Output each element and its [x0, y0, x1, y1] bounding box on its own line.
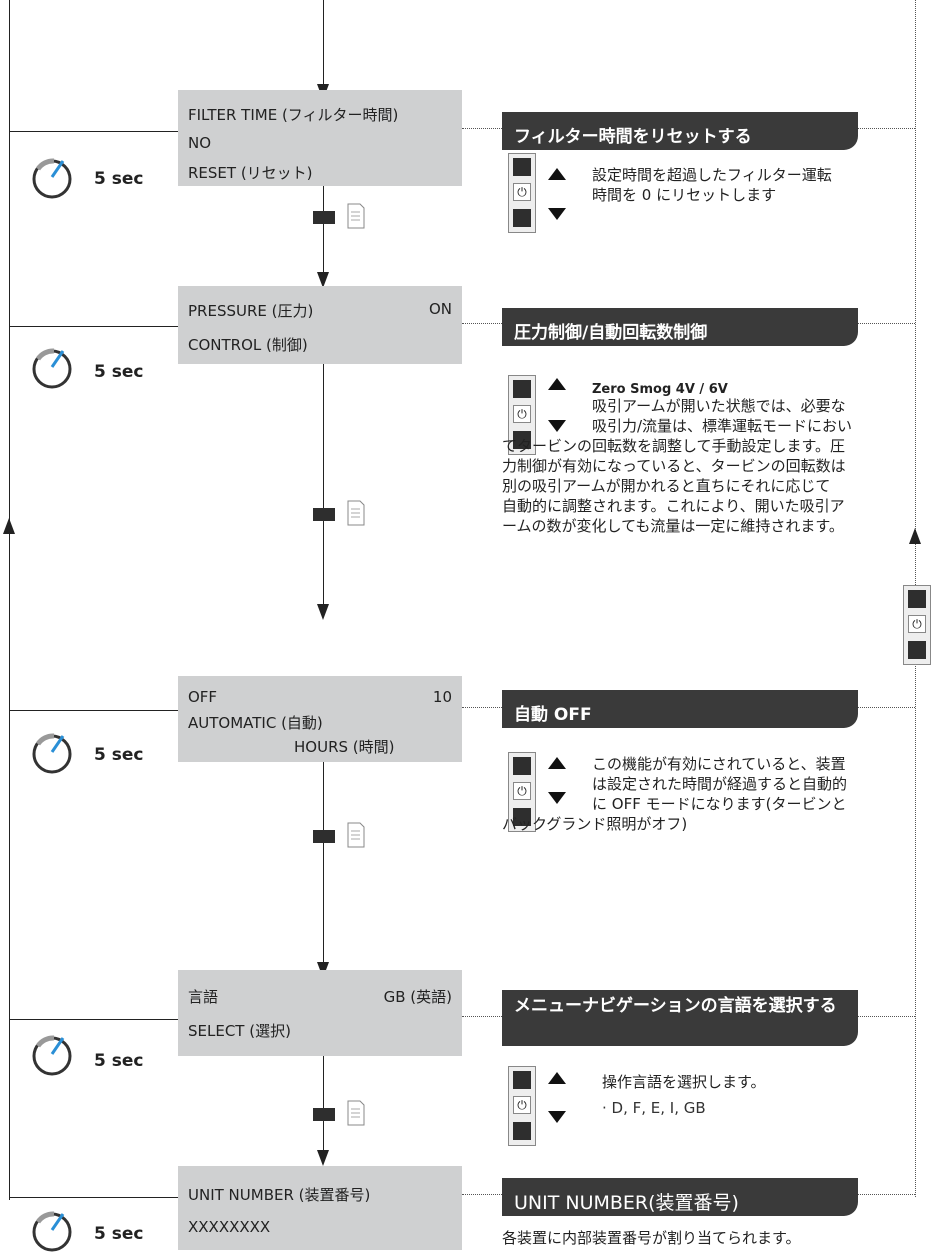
document-icon	[347, 1100, 365, 1126]
left-return-line	[9, 0, 10, 1200]
main-flow-line-5	[323, 1056, 324, 1156]
connector-1	[9, 131, 178, 132]
keypad-icon: ⏻	[508, 1066, 536, 1146]
time-label: 5 sec	[94, 362, 144, 382]
lcd-line: CONTROL (制御)	[188, 336, 308, 354]
lcd-line: UNIT NUMBER (装置番号)	[188, 1186, 371, 1204]
lcd-value: GB (英語)	[383, 988, 452, 1006]
lcd-display-pressure: PRESSURE (圧力) ON CONTROL (制御)	[178, 286, 462, 364]
description: 設定時間を超過したフィルター運転 時間を 0 にリセットします	[592, 166, 832, 204]
up-arrow-icon	[548, 1072, 566, 1084]
down-arrow-icon	[548, 208, 566, 220]
lcd-display-language: 言語 GB (英語) SELECT (選択)	[178, 970, 462, 1056]
left-return-arrow	[3, 518, 15, 534]
dotted-connector-2	[462, 323, 502, 324]
rotary-knob-icon	[32, 1211, 72, 1252]
lcd-line: 言語	[188, 988, 219, 1006]
lcd-line: NO	[188, 134, 212, 152]
description: この機能が有効にされていると、装置 は設定された時間が経過すると自動的 に OF…	[592, 755, 848, 813]
model-name: Zero Smog 4V / 6V	[592, 382, 728, 397]
dotted-connector-1	[462, 128, 502, 129]
lcd-line: OFF	[188, 688, 218, 706]
connector-3	[9, 710, 178, 711]
section-heading: 自動 OFF	[502, 690, 858, 728]
power-icon: ⏻	[908, 615, 926, 633]
right-return-arrow	[909, 528, 921, 544]
down-arrow-icon	[548, 420, 566, 432]
description: 操作言語を選択します。 · D, F, E, I, GB	[602, 1073, 766, 1117]
rotary-knob-icon	[32, 348, 72, 389]
side-keypad: ⏻	[903, 585, 931, 665]
time-label: 5 sec	[94, 169, 144, 189]
document-icon	[347, 500, 365, 526]
dotted-connector-4	[462, 1016, 502, 1017]
lcd-line: AUTOMATIC (自動)	[188, 714, 323, 732]
dotted-connector-3b	[858, 707, 915, 708]
main-flow-line-3	[323, 364, 324, 616]
up-arrow-icon	[548, 378, 566, 390]
section-heading: UNIT NUMBER(装置番号)	[502, 1178, 858, 1216]
rotary-knob-icon	[32, 158, 72, 199]
connector-2	[9, 326, 178, 327]
dotted-connector-3	[462, 707, 502, 708]
dotted-connector-5b	[858, 1194, 915, 1195]
description: 吸引アームが開いた状態では、必要な 吸引力/流量は、標準運転モードにおい	[592, 397, 853, 435]
flow-arrow-2	[317, 272, 329, 288]
lcd-value: ON	[428, 300, 452, 318]
connector-5	[9, 1197, 178, 1198]
document-icon	[347, 822, 365, 848]
up-arrow-icon	[548, 757, 566, 769]
section-heading: メニューナビゲーションの言語を選択する	[502, 990, 858, 1046]
down-arrow-icon	[548, 792, 566, 804]
lcd-line: XXXXXXXX	[188, 1218, 271, 1236]
document-icon	[347, 203, 365, 229]
up-arrow-icon	[548, 168, 566, 180]
main-flow-line-2	[323, 186, 324, 282]
lcd-line: FILTER TIME (フィルター時間)	[188, 106, 399, 124]
dotted-connector-1b	[858, 128, 915, 129]
lcd-line: SELECT (選択)	[188, 1022, 291, 1040]
time-label: 5 sec	[94, 745, 144, 765]
connector-4	[9, 1019, 178, 1020]
lcd-display-unit-number: UNIT NUMBER (装置番号) XXXXXXXX	[178, 1166, 462, 1250]
section-heading: フィルター時間をリセットする	[502, 112, 858, 150]
section-heading: 圧力制御/自動回転数制御	[502, 308, 858, 346]
time-label: 5 sec	[94, 1224, 144, 1244]
main-flow-line-4	[323, 762, 324, 970]
description: 各装置に内部装置番号が割り当てられます。	[502, 1229, 801, 1247]
rotary-knob-icon	[32, 733, 72, 774]
flow-arrow-3	[317, 604, 329, 620]
time-label: 5 sec	[94, 1051, 144, 1071]
dotted-connector-2b	[858, 323, 915, 324]
lcd-line: RESET (リセット)	[188, 164, 313, 182]
lcd-line: PRESSURE (圧力)	[188, 302, 314, 320]
keypad-icon: ⏻	[508, 153, 536, 233]
description-continued: バックグランド照明がオフ)	[502, 815, 688, 833]
main-flow-line-1	[323, 0, 324, 86]
keypad-icon: ⏻	[508, 752, 536, 832]
lcd-display-auto-off: OFF 10 AUTOMATIC (自動) HOURS (時間)	[178, 676, 462, 762]
dotted-connector-5	[462, 1194, 502, 1195]
lcd-display-filter-time: FILTER TIME (フィルター時間) NO RESET (リセット)	[178, 90, 462, 186]
dotted-connector-4b	[858, 1016, 915, 1017]
down-arrow-icon	[548, 1111, 566, 1123]
lcd-value: 10	[432, 688, 452, 706]
lcd-line: HOURS (時間)	[294, 738, 395, 756]
description-continued: てタービンの回転数を調整して手動設定します。圧 力制御が有効になっていると、ター…	[502, 437, 846, 535]
keypad-icon: ⏻	[508, 375, 536, 455]
rotary-knob-icon	[32, 1035, 72, 1076]
flow-arrow-5	[317, 1150, 329, 1166]
